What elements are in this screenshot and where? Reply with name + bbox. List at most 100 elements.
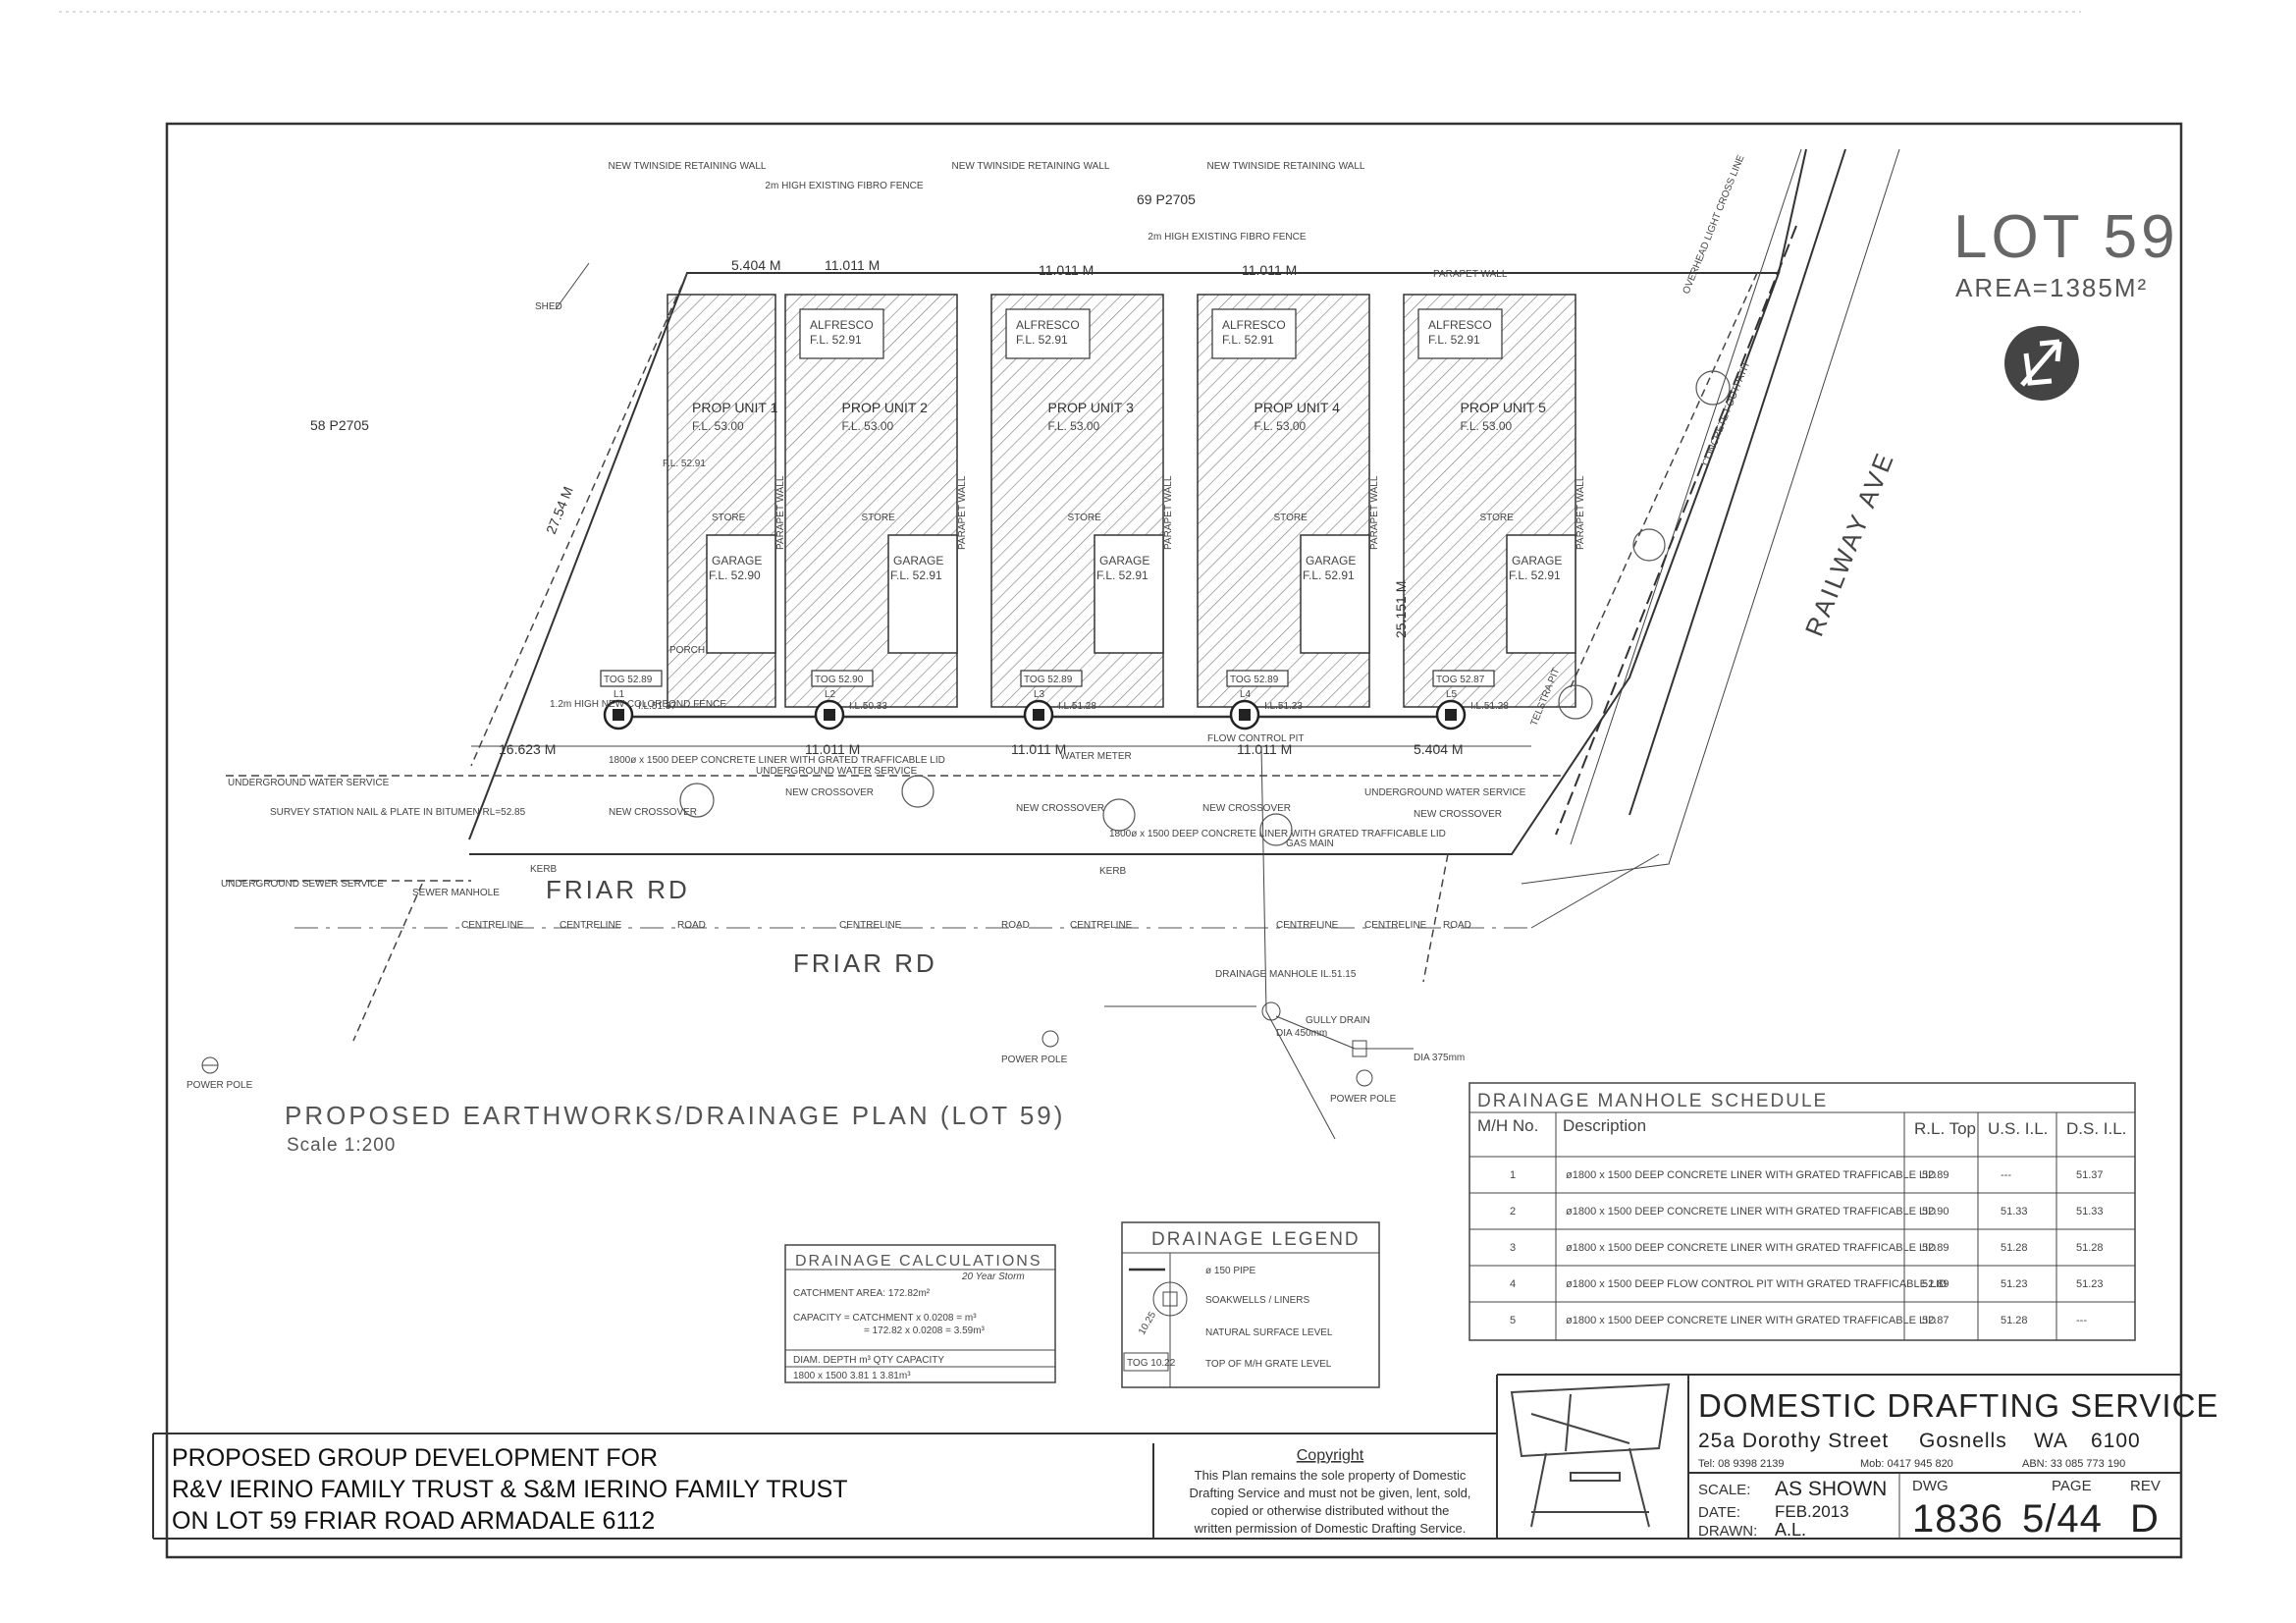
alfresco-fl: F.L. 52.91 xyxy=(810,333,862,347)
svg-text:POWER POLE: POWER POLE xyxy=(187,1080,253,1091)
legend-nsl: NATURAL SURFACE LEVEL xyxy=(1205,1327,1333,1338)
manhole-schedule: DRAINAGE MANHOLE SCHEDULE M/H No. Descri… xyxy=(1468,1082,2136,1341)
crossover-label-2: NEW CROSSOVER xyxy=(785,787,874,798)
power-pole-icon-3: POWER POLE xyxy=(1330,1069,1397,1105)
row-ds: 51.28 xyxy=(2076,1242,2104,1254)
copyright-l2: Drafting Service and must not be given, … xyxy=(1190,1486,1471,1500)
dim-side-left: 27.54 M xyxy=(543,484,576,536)
plan-scale: Scale 1:200 xyxy=(287,1135,396,1156)
alfresco-outline xyxy=(799,308,884,359)
unit-fl: F.L. 53.00 xyxy=(1461,419,1513,433)
manhole-id: L1 xyxy=(614,689,625,700)
fence-top-label-2: 2m HIGH EXISTING FIBRO FENCE xyxy=(1148,232,1306,243)
colorbond-fence-label: 1.2m HIGH NEW COLORBOND FENCE xyxy=(550,699,726,710)
gas-main-label: GAS MAIN xyxy=(1286,839,1334,849)
scale-value: AS SHOWN xyxy=(1775,1478,1887,1500)
schedule-hdr-rl: R.L. Top xyxy=(1914,1119,1976,1138)
drainage-manhole-label: DRAINAGE MANHOLE IL.51.15 xyxy=(1215,969,1357,980)
store-label: STORE xyxy=(712,513,746,523)
garage-label: GARAGE xyxy=(1306,554,1356,568)
garage-outline xyxy=(1300,534,1370,654)
dim-top-3: 11.011 M xyxy=(1242,262,1297,278)
company-street: 25a Dorothy Street xyxy=(1698,1430,1889,1452)
dim-front-4: 11.011 M xyxy=(1237,741,1292,757)
calc-capacity-2: = 172.82 x 0.0208 = 3.59m³ xyxy=(864,1325,986,1336)
unit-fl: F.L. 53.00 xyxy=(1048,419,1100,433)
schedule-hdr-desc: Description xyxy=(1563,1116,1646,1135)
gully-drain-label: GULLY DRAIN xyxy=(1306,1015,1370,1026)
row-us: 51.23 xyxy=(2001,1278,2028,1290)
legend-soakwells: SOAKWELLS / LINERS xyxy=(1205,1295,1309,1306)
unit-name: PROP UNIT 1 xyxy=(692,400,778,415)
manhole-il: I.L.51.28 xyxy=(1058,701,1096,712)
tog-box xyxy=(1226,670,1289,687)
tog-value: TOG 52.90 xyxy=(815,675,864,685)
centreline-label-6: CENTRELINE xyxy=(1364,920,1427,931)
crossover-label-3: NEW CROSSOVER xyxy=(1016,803,1104,814)
unit-name: PROP UNIT 5 xyxy=(1461,400,1547,415)
svg-text:POWER POLE: POWER POLE xyxy=(1330,1094,1397,1105)
row-no: 3 xyxy=(1510,1242,1516,1254)
neighbour-lot-left: 58 P2705 xyxy=(310,417,369,433)
row-rl: 52.90 xyxy=(1922,1206,1949,1217)
centreline-label-5: CENTRELINE xyxy=(1276,920,1339,931)
schedule-hdr-ds: D.S. I.L. xyxy=(2066,1119,2126,1138)
garage-outline xyxy=(887,534,958,654)
row-no: 1 xyxy=(1510,1169,1516,1181)
rev-label: REV xyxy=(2130,1478,2161,1494)
schedule-title: DRAINAGE MANHOLE SCHEDULE xyxy=(1477,1091,1828,1111)
row-rl: 52.87 xyxy=(1922,1315,1949,1326)
project-line-2: R&V IERINO FAMILY TRUST & S&M IERINO FAM… xyxy=(172,1476,848,1503)
twinside-wall-label-3: NEW TWINSIDE RETAINING WALL xyxy=(1207,161,1365,172)
friar-rd-label-front: FRIAR RD xyxy=(546,875,690,904)
garage-label: GARAGE xyxy=(1099,554,1149,568)
tog-value: TOG 52.89 xyxy=(604,675,653,685)
manhole-il: I.L.51.23 xyxy=(1264,701,1303,712)
date-label: DATE: xyxy=(1698,1504,1740,1521)
alfresco-label: ALFRESCO xyxy=(1222,318,1286,332)
garage-label: GARAGE xyxy=(712,554,762,568)
road-centreline-bend xyxy=(1530,853,1660,929)
row-desc: ø1800 x 1500 DEEP CONCRETE LINER WITH GR… xyxy=(1566,1206,1936,1217)
alfresco-fl: F.L. 52.91 xyxy=(1222,333,1274,347)
overhead-line-label: OVERHEAD LIGHT CROSS LINE xyxy=(1682,153,1747,296)
company-state: WA xyxy=(2034,1430,2068,1452)
porch-label: PORCH xyxy=(669,645,705,656)
lot-area: AREA=1385M² xyxy=(1955,273,2148,302)
grate-icon xyxy=(824,709,835,721)
alfresco-label: ALFRESCO xyxy=(810,318,874,332)
legend-nsl-sample: 10.25 xyxy=(1137,1310,1158,1337)
alfresco-outline xyxy=(1211,308,1297,359)
unit-name: PROP UNIT 4 xyxy=(1255,400,1341,415)
company-mob: Mob: 0417 945 820 xyxy=(1860,1458,1953,1470)
plan-title: PROPOSED EARTHWORKS/DRAINAGE PLAN (LOT 5… xyxy=(285,1101,1065,1130)
tog-value: TOG 52.87 xyxy=(1436,675,1485,685)
garage-fl: F.L. 52.91 xyxy=(1303,568,1355,582)
company-name: DOMESTIC DRAFTING SERVICE xyxy=(1698,1387,2218,1424)
survey-station-label: SURVEY STATION NAIL & PLATE IN BITUMEN R… xyxy=(270,807,526,818)
company-postcode: 6100 xyxy=(2091,1430,2141,1452)
parapet-label: PARAPET WALL xyxy=(1163,475,1174,550)
row-ds: 51.33 xyxy=(2076,1206,2104,1217)
alfresco-outline xyxy=(1005,308,1091,359)
twinside-wall-label-2: NEW TWINSIDE RETAINING WALL xyxy=(952,161,1110,172)
garage-outline xyxy=(706,534,776,654)
garage-fl: F.L. 52.91 xyxy=(1096,568,1148,582)
dim-front-3: 11.011 M xyxy=(1011,741,1066,757)
alfresco-label: ALFRESCO xyxy=(1428,318,1492,332)
drafting-table-icon xyxy=(1510,1382,1671,1528)
road-label-2: ROAD xyxy=(1001,920,1030,931)
tog-box xyxy=(811,670,874,687)
calc-capacity-1: CAPACITY = CATCHMENT x 0.0208 = m³ xyxy=(793,1313,977,1324)
fence-top-label: 2m HIGH EXISTING FIBRO FENCE xyxy=(765,181,923,191)
neighbour-lot-top: 69 P2705 xyxy=(1137,191,1196,207)
tog-box xyxy=(1432,670,1495,687)
manhole-id: L4 xyxy=(1240,689,1252,700)
dia375-label: DIA 375mm xyxy=(1414,1053,1465,1063)
